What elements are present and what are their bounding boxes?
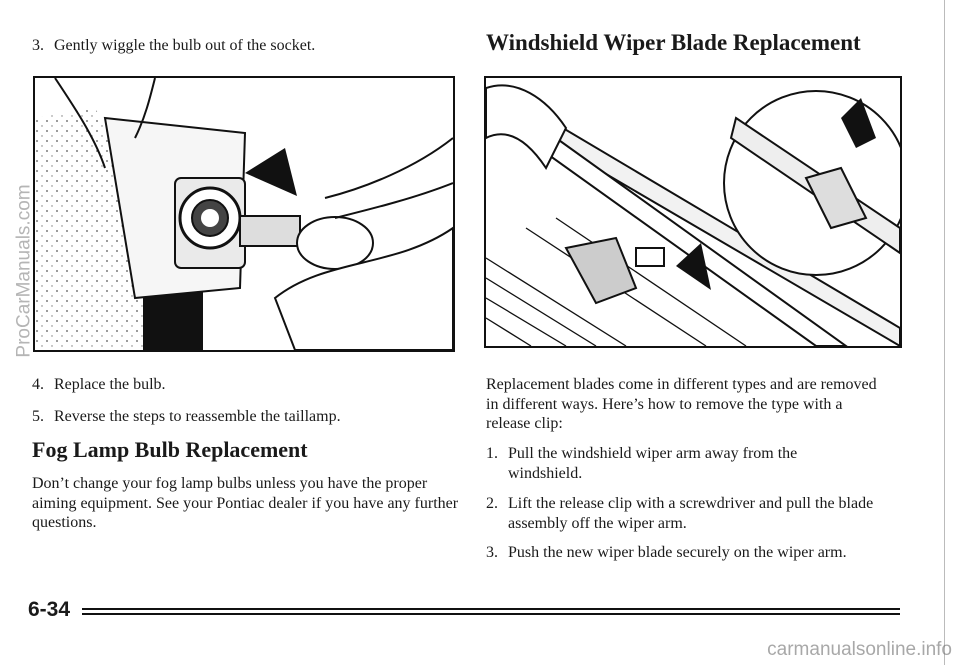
wiper-intro: Replacement blades come in different typ… [486,376,877,432]
step-text: Gently wiggle the bulb out of the socket… [54,37,316,54]
step-number: 3. [486,544,498,561]
wiper-drawing [486,78,900,346]
wiper-heading: Windshield Wiper Blade Replacement [486,30,861,55]
fog-heading: Fog Lamp Bulb Replacement [32,437,308,462]
step-number: 3. [32,37,44,54]
fog-paragraph: Don’t change your fog lamp bulbs unless … [32,475,459,531]
footer-rule [82,613,900,615]
arrow-icon [245,148,297,196]
footer-rule [82,608,900,610]
step-number: 4. [32,376,44,393]
page-number: 6-34 [28,598,71,621]
page-edge-line [944,0,945,665]
taillamp-bulb-illustration [33,76,455,352]
step-number: 2. [486,495,498,512]
step-text: Push the new wiper blade securely on the… [508,544,847,561]
bottom-watermark: carmanualsonline.info [767,639,952,660]
step-text: Pull the windshield wiper arm away from … [508,445,798,482]
arrow-icon [676,243,711,290]
step-text: Reverse the steps to reassemble the tail… [54,408,341,425]
step-text: Replace the bulb. [54,376,166,393]
wiper-blade-illustration [484,76,902,348]
step-number: 5. [32,408,44,425]
arrow-icon [841,98,876,148]
side-watermark: ProCarManuals.com [13,184,35,358]
taillamp-drawing [35,78,453,350]
step-text: Lift the release clip with a screwdriver… [508,495,874,532]
step-number: 1. [486,445,498,462]
